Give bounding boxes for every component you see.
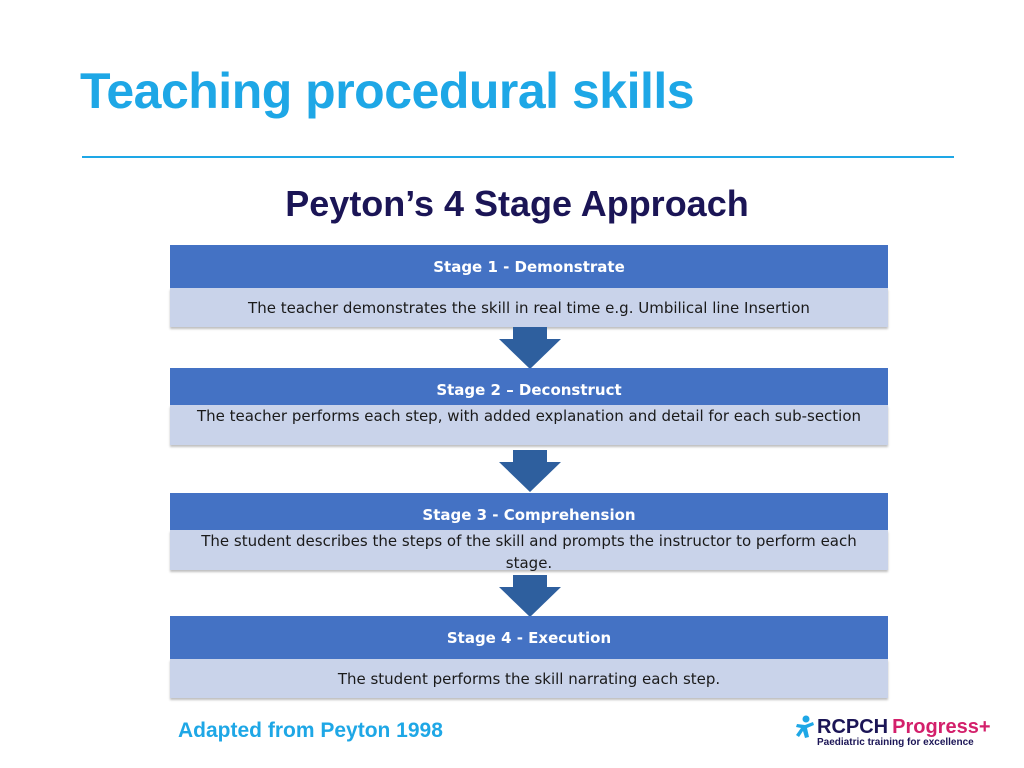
slide-title: Teaching procedural skills	[80, 63, 695, 119]
logo-product: Progress+	[892, 715, 991, 738]
logo-tagline: Paediatric training for excellence	[817, 737, 974, 748]
stage-3-box: Stage 3 - Comprehension The student desc…	[170, 493, 888, 572]
down-arrow-icon	[499, 575, 561, 617]
stage-2-heading: Stage 2 – Deconstruct	[170, 368, 888, 411]
stage-2-text: The teacher performs each step, with add…	[170, 405, 888, 445]
stage-1-heading: Stage 1 - Demonstrate	[170, 245, 888, 288]
stage-1-box: Stage 1 - Demonstrate The teacher demons…	[170, 245, 888, 327]
child-figure-icon	[796, 715, 814, 738]
slide-subtitle: Peyton’s 4 Stage Approach	[285, 183, 749, 224]
stage-4-box: Stage 4 - Execution The student performs…	[170, 616, 888, 698]
stage-3-heading: Stage 3 - Comprehension	[170, 493, 888, 536]
title-divider	[82, 156, 954, 158]
rcpch-progress-logo: RCPCH Progress+ Paediatric training for …	[795, 715, 995, 755]
logo-name: RCPCH	[817, 715, 889, 738]
stage-2-box: Stage 2 – Deconstruct The teacher perfor…	[170, 368, 888, 445]
stage-1-text: The teacher demonstrates the skill in re…	[170, 288, 888, 327]
stage-3-text: The student describes the steps of the s…	[170, 530, 888, 572]
stage-4-text: The student performs the skill narrating…	[170, 659, 888, 698]
down-arrow-icon	[499, 327, 561, 369]
source-citation: Adapted from Peyton 1998	[178, 719, 443, 742]
down-arrow-icon	[499, 450, 561, 492]
stage-4-heading: Stage 4 - Execution	[170, 616, 888, 659]
